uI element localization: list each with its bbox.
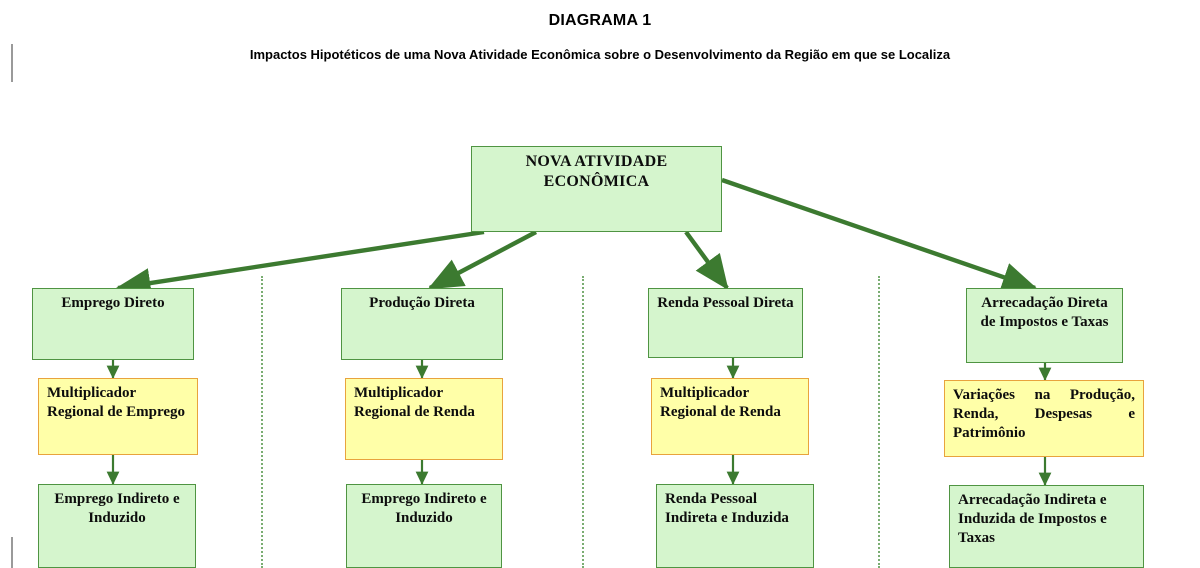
node-nova-atividade-economica[interactable]: NOVA ATIVIDADE ECONÔMICA [471,146,722,232]
node-emprego-direto[interactable]: Emprego Direto [32,288,194,360]
node-emprego-indireto-induzido-2[interactable]: Emprego Indireto e Induzido [346,484,502,568]
column-separator-3 [878,276,880,568]
change-bar-bottom [11,537,13,568]
node-producao-direta[interactable]: Produção Direta [341,288,503,360]
node-multiplicador-regional-renda-2[interactable]: Multiplicador Regional de Renda [651,378,809,455]
page-subtitle: Impactos Hipotéticos de uma Nova Ativida… [249,47,951,62]
node-emprego-indireto-induzido[interactable]: Emprego Indireto e Induzido [38,484,196,568]
node-arrecadacao-direta[interactable]: Arrecadação Direta de Impostos e Taxas [966,288,1123,363]
node-variacoes-producao-renda[interactable]: Variações na Produção, Renda, Despesas e… [944,380,1144,457]
page-title: DIAGRAMA 1 [548,12,652,29]
node-arrecadacao-indireta-induzida[interactable]: Arrecadação Indireta e Induzida de Impos… [949,485,1144,568]
column-separator-1 [261,276,263,568]
column-separator-2 [582,276,584,568]
node-multiplicador-regional-renda-1[interactable]: Multiplicador Regional de Renda [345,378,503,460]
node-multiplicador-regional-emprego[interactable]: Multiplicador Regional de Emprego [38,378,198,455]
node-renda-pessoal-direta[interactable]: Renda Pessoal Direta [648,288,803,358]
change-bar-top [11,44,13,82]
node-renda-pessoal-indireta-induzida[interactable]: Renda Pessoal Indireta e Induzida [656,484,814,568]
